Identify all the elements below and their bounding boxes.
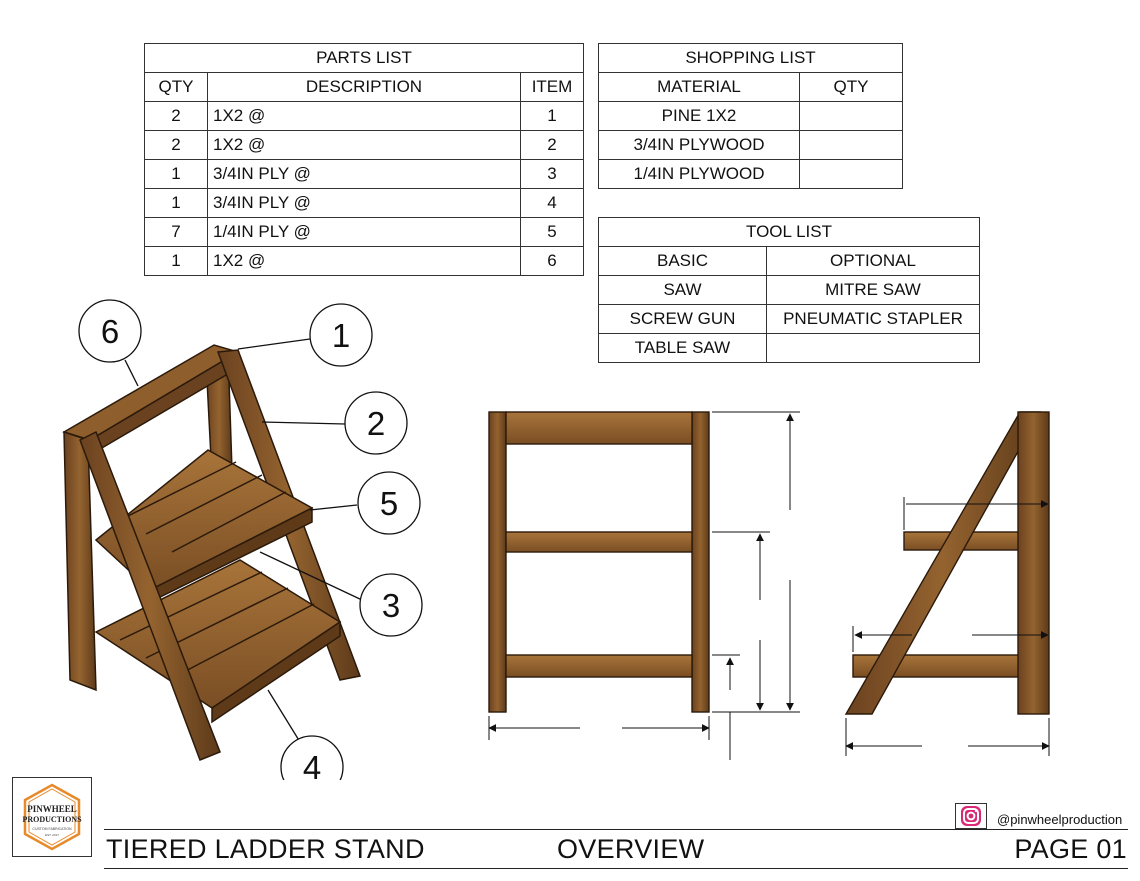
- cell-basic: TABLE SAW: [598, 333, 767, 363]
- col-header-optional: OPTIONAL: [766, 246, 980, 276]
- table-row: 1 1X2 @ 6: [144, 246, 584, 276]
- table-row: 1 3/4IN PLY @ 4: [144, 188, 584, 218]
- isometric-view: [62, 344, 362, 761]
- footer-page-number: PAGE 01: [1014, 834, 1127, 864]
- logo-box: PINWHEEL PRODUCTIONS CUSTOM FABRICATION …: [12, 777, 92, 857]
- cell-description: 3/4IN PLY @: [207, 188, 521, 218]
- cell-qty: [799, 130, 903, 160]
- callout-6-label: 6: [101, 313, 119, 350]
- cell-optional: PNEUMATIC STAPLER: [766, 304, 980, 334]
- col-header-qty: QTY: [144, 72, 208, 102]
- footer-divider-top: [104, 829, 1128, 830]
- table-row: 1/4IN PLYWOOD: [598, 159, 903, 189]
- callout-1: [309, 303, 373, 367]
- front-leg-left: [79, 430, 221, 761]
- back-leg-left: [63, 430, 97, 692]
- callouts: [78, 299, 423, 780]
- col-header-description: DESCRIPTION: [207, 72, 521, 102]
- table-row: TABLE SAW: [598, 333, 980, 363]
- footer-section: OVERVIEW: [557, 834, 705, 864]
- pinwheel-logo: PINWHEEL PRODUCTIONS CUSTOM FABRICATION …: [22, 783, 82, 851]
- cell-qty: 7: [144, 217, 208, 247]
- svg-text:PINWHEEL: PINWHEEL: [27, 804, 77, 814]
- table-row: SAW MITRE SAW: [598, 275, 980, 305]
- shopping-list-table: SHOPPING LIST MATERIAL QTY PINE 1X2 3/4I…: [598, 43, 903, 189]
- cell-material: 3/4IN PLYWOOD: [598, 130, 800, 160]
- cell-description: 3/4IN PLY @: [207, 159, 521, 189]
- cell-item: 6: [520, 246, 584, 276]
- cell-qty: [799, 101, 903, 131]
- callout-5: [357, 471, 421, 535]
- cell-optional: [766, 333, 980, 363]
- parts-list-title: PARTS LIST: [144, 43, 584, 73]
- cell-material: 1/4IN PLYWOOD: [598, 159, 800, 189]
- cell-description: 1X2 @: [207, 101, 521, 131]
- front-view-dimensions: [488, 411, 800, 760]
- svg-text:EST. 2017: EST. 2017: [45, 833, 59, 837]
- table-row: 2 1X2 @ 1: [144, 101, 584, 131]
- tool-list-title: TOOL LIST: [598, 217, 980, 247]
- tool-list-table: TOOL LIST BASIC OPTIONAL SAW MITRE SAW S…: [598, 217, 980, 363]
- callout-3-label: 3: [382, 587, 400, 624]
- table-row: PINE 1X2: [598, 101, 903, 131]
- cell-item: 5: [520, 217, 584, 247]
- cell-description: 1X2 @: [207, 246, 521, 276]
- table-row: SCREW GUN PNEUMATIC STAPLER: [598, 304, 980, 334]
- shopping-list-title: SHOPPING LIST: [598, 43, 903, 73]
- callout-1-label: 1: [332, 317, 350, 354]
- cell-description: 1X2 @: [207, 130, 521, 160]
- callout-2: [344, 391, 408, 455]
- footer-title: TIERED LADDER STAND: [106, 834, 425, 864]
- cell-item: 1: [520, 101, 584, 131]
- table-row: 1 3/4IN PLY @ 3: [144, 159, 584, 189]
- front-view: [488, 411, 710, 713]
- parts-list-table: PARTS LIST QTY DESCRIPTION ITEM 2 1X2 @ …: [144, 43, 584, 276]
- cell-qty: 1: [144, 159, 208, 189]
- col-header-basic: BASIC: [598, 246, 767, 276]
- ladder-stand-drawings: 6 1 2 5 3 4: [62, 299, 1050, 780]
- callout-5-label: 5: [380, 485, 398, 522]
- table-row: 2 1X2 @ 2: [144, 130, 584, 160]
- cell-qty: 2: [144, 101, 208, 131]
- callout-4-label: 4: [303, 749, 321, 780]
- side-view-dimensions: [845, 497, 1050, 756]
- col-header-item: ITEM: [520, 72, 584, 102]
- callout-3: [359, 573, 423, 637]
- cell-description: 1/4IN PLY @: [207, 217, 521, 247]
- footer-divider-bottom: [104, 868, 1128, 869]
- instagram-icon[interactable]: [955, 803, 987, 829]
- cell-qty: 2: [144, 130, 208, 160]
- cell-qty: 1: [144, 246, 208, 276]
- cell-item: 3: [520, 159, 584, 189]
- cell-qty: [799, 159, 903, 189]
- cell-item: 4: [520, 188, 584, 218]
- table-row: 3/4IN PLYWOOD: [598, 130, 903, 160]
- cell-material: PINE 1X2: [598, 101, 800, 131]
- cell-item: 2: [520, 130, 584, 160]
- callout-4: [280, 735, 344, 780]
- col-header-qty: QTY: [799, 72, 903, 102]
- svg-text:PRODUCTIONS: PRODUCTIONS: [22, 815, 82, 824]
- cell-basic: SAW: [598, 275, 767, 305]
- svg-text:CUSTOM FABRICATION: CUSTOM FABRICATION: [32, 827, 72, 831]
- callout-6: [78, 299, 142, 363]
- table-row: 7 1/4IN PLY @ 5: [144, 217, 584, 247]
- instagram-handle[interactable]: @pinwheelproduction: [997, 812, 1123, 827]
- cell-qty: 1: [144, 188, 208, 218]
- side-view: [844, 411, 1050, 715]
- col-header-material: MATERIAL: [598, 72, 800, 102]
- callout-2-label: 2: [367, 405, 385, 442]
- cell-optional: MITRE SAW: [766, 275, 980, 305]
